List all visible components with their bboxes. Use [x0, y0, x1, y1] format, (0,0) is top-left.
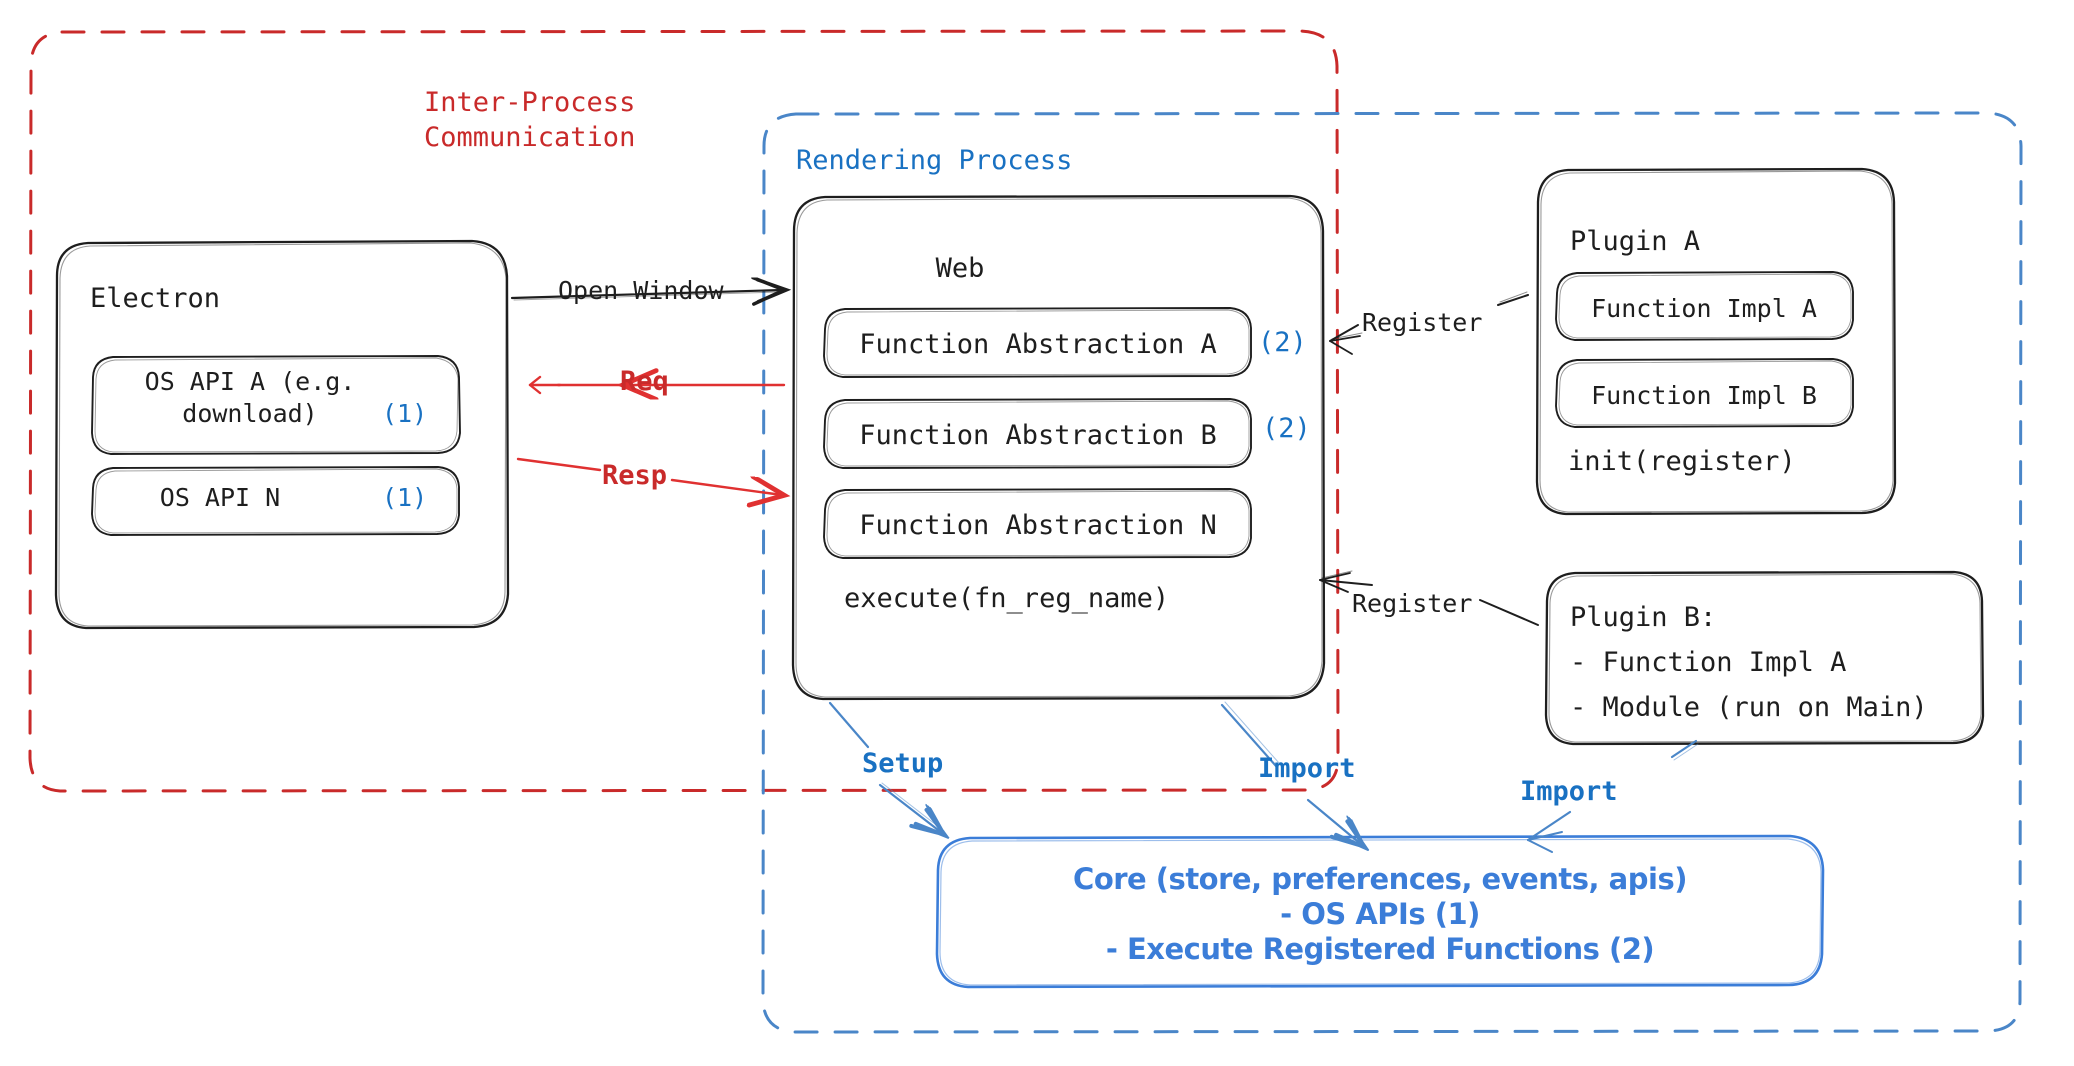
electron-title: Electron: [90, 283, 221, 314]
function-impl-a-label[interactable]: Function Impl A: [1591, 294, 1817, 323]
edge-label-resp: Resp: [602, 460, 668, 491]
edge-setup: [828, 701, 944, 833]
function-impl-b-label[interactable]: Function Impl B: [1591, 381, 1817, 410]
plugin-b-line-1: Plugin B:: [1570, 602, 1717, 633]
edge-label-import-web: Import: [1258, 753, 1356, 784]
core-line-1: Core (store, preferences, events, apis): [1073, 862, 1687, 896]
edge-import-web: [1220, 701, 1362, 845]
web-footer-execute: execute(fn_reg_name): [844, 583, 1170, 614]
edge-import-plugin-b: [1526, 739, 1699, 853]
edge-req: [528, 377, 786, 393]
web-box-outline: [791, 194, 1326, 701]
edge-resp: [516, 457, 782, 495]
ipc-region-label-line1: Inter-Process: [424, 87, 636, 118]
os-api-a-label[interactable]: OS API A (e.g. download): [144, 367, 356, 428]
core-line-3: - Execute Registered Functions (2): [1105, 932, 1655, 966]
function-abstraction-b-box-outline: [823, 398, 1252, 469]
plugin-a-footer-init: init(register): [1568, 446, 1796, 477]
function-abstraction-n-label[interactable]: Function Abstraction N: [859, 510, 1217, 541]
edge-open-window: [510, 290, 782, 300]
os-api-n-label[interactable]: OS API N: [159, 483, 281, 512]
edge-label-register-plugin-a: Register: [1362, 308, 1483, 337]
core-line-2: - OS APIs (1): [1280, 897, 1480, 931]
edge-register-plugin-b: [1319, 570, 1539, 626]
os-api-n-badge: (1): [382, 483, 428, 512]
ipc-region-label-line2: Communication: [424, 121, 636, 153]
electron-box-outline: [54, 239, 510, 630]
function-abstraction-a-box-outline: [823, 307, 1252, 378]
function-impl-a-box-outline: [1555, 271, 1854, 341]
core-box-outline: [935, 834, 1825, 989]
plugin-b-line-3: - Module (run on Main): [1570, 692, 1928, 723]
function-abstraction-a-badge: (2): [1258, 327, 1307, 358]
plugin-b-box-outline: [1544, 570, 1985, 746]
edge-label-register-plugin-b: Register: [1352, 589, 1473, 618]
ipc-region-outline: [28, 29, 1340, 793]
function-abstraction-a-label[interactable]: Function Abstraction A: [859, 329, 1217, 360]
plugin-a-box-outline: [1535, 167, 1897, 516]
os-api-a-box-outline: [91, 355, 461, 455]
os-api-n-box-outline: [91, 466, 460, 536]
plugin-a-title: Plugin A: [1570, 226, 1701, 257]
rendering-process-label: Rendering Process: [796, 145, 1073, 176]
function-abstraction-b-label[interactable]: Function Abstraction B: [859, 420, 1217, 451]
edge-label-setup: Setup: [862, 748, 944, 779]
function-abstraction-n-box-outline: [823, 488, 1252, 559]
function-abstraction-b-badge: (2): [1262, 413, 1311, 444]
function-impl-b-box-outline: [1555, 358, 1854, 428]
edge-register-plugin-a: [1329, 291, 1529, 355]
edge-label-open-window: Open Window: [558, 276, 724, 305]
edge-label-req: Req: [620, 366, 669, 397]
plugin-b-line-2: - Function Impl A: [1570, 647, 1847, 678]
os-api-a-badge: (1): [382, 399, 428, 428]
web-title: Web: [935, 253, 985, 284]
rendering-process-region-outline: [761, 111, 2023, 1034]
edge-label-import-plugin-b: Import: [1520, 776, 1618, 807]
